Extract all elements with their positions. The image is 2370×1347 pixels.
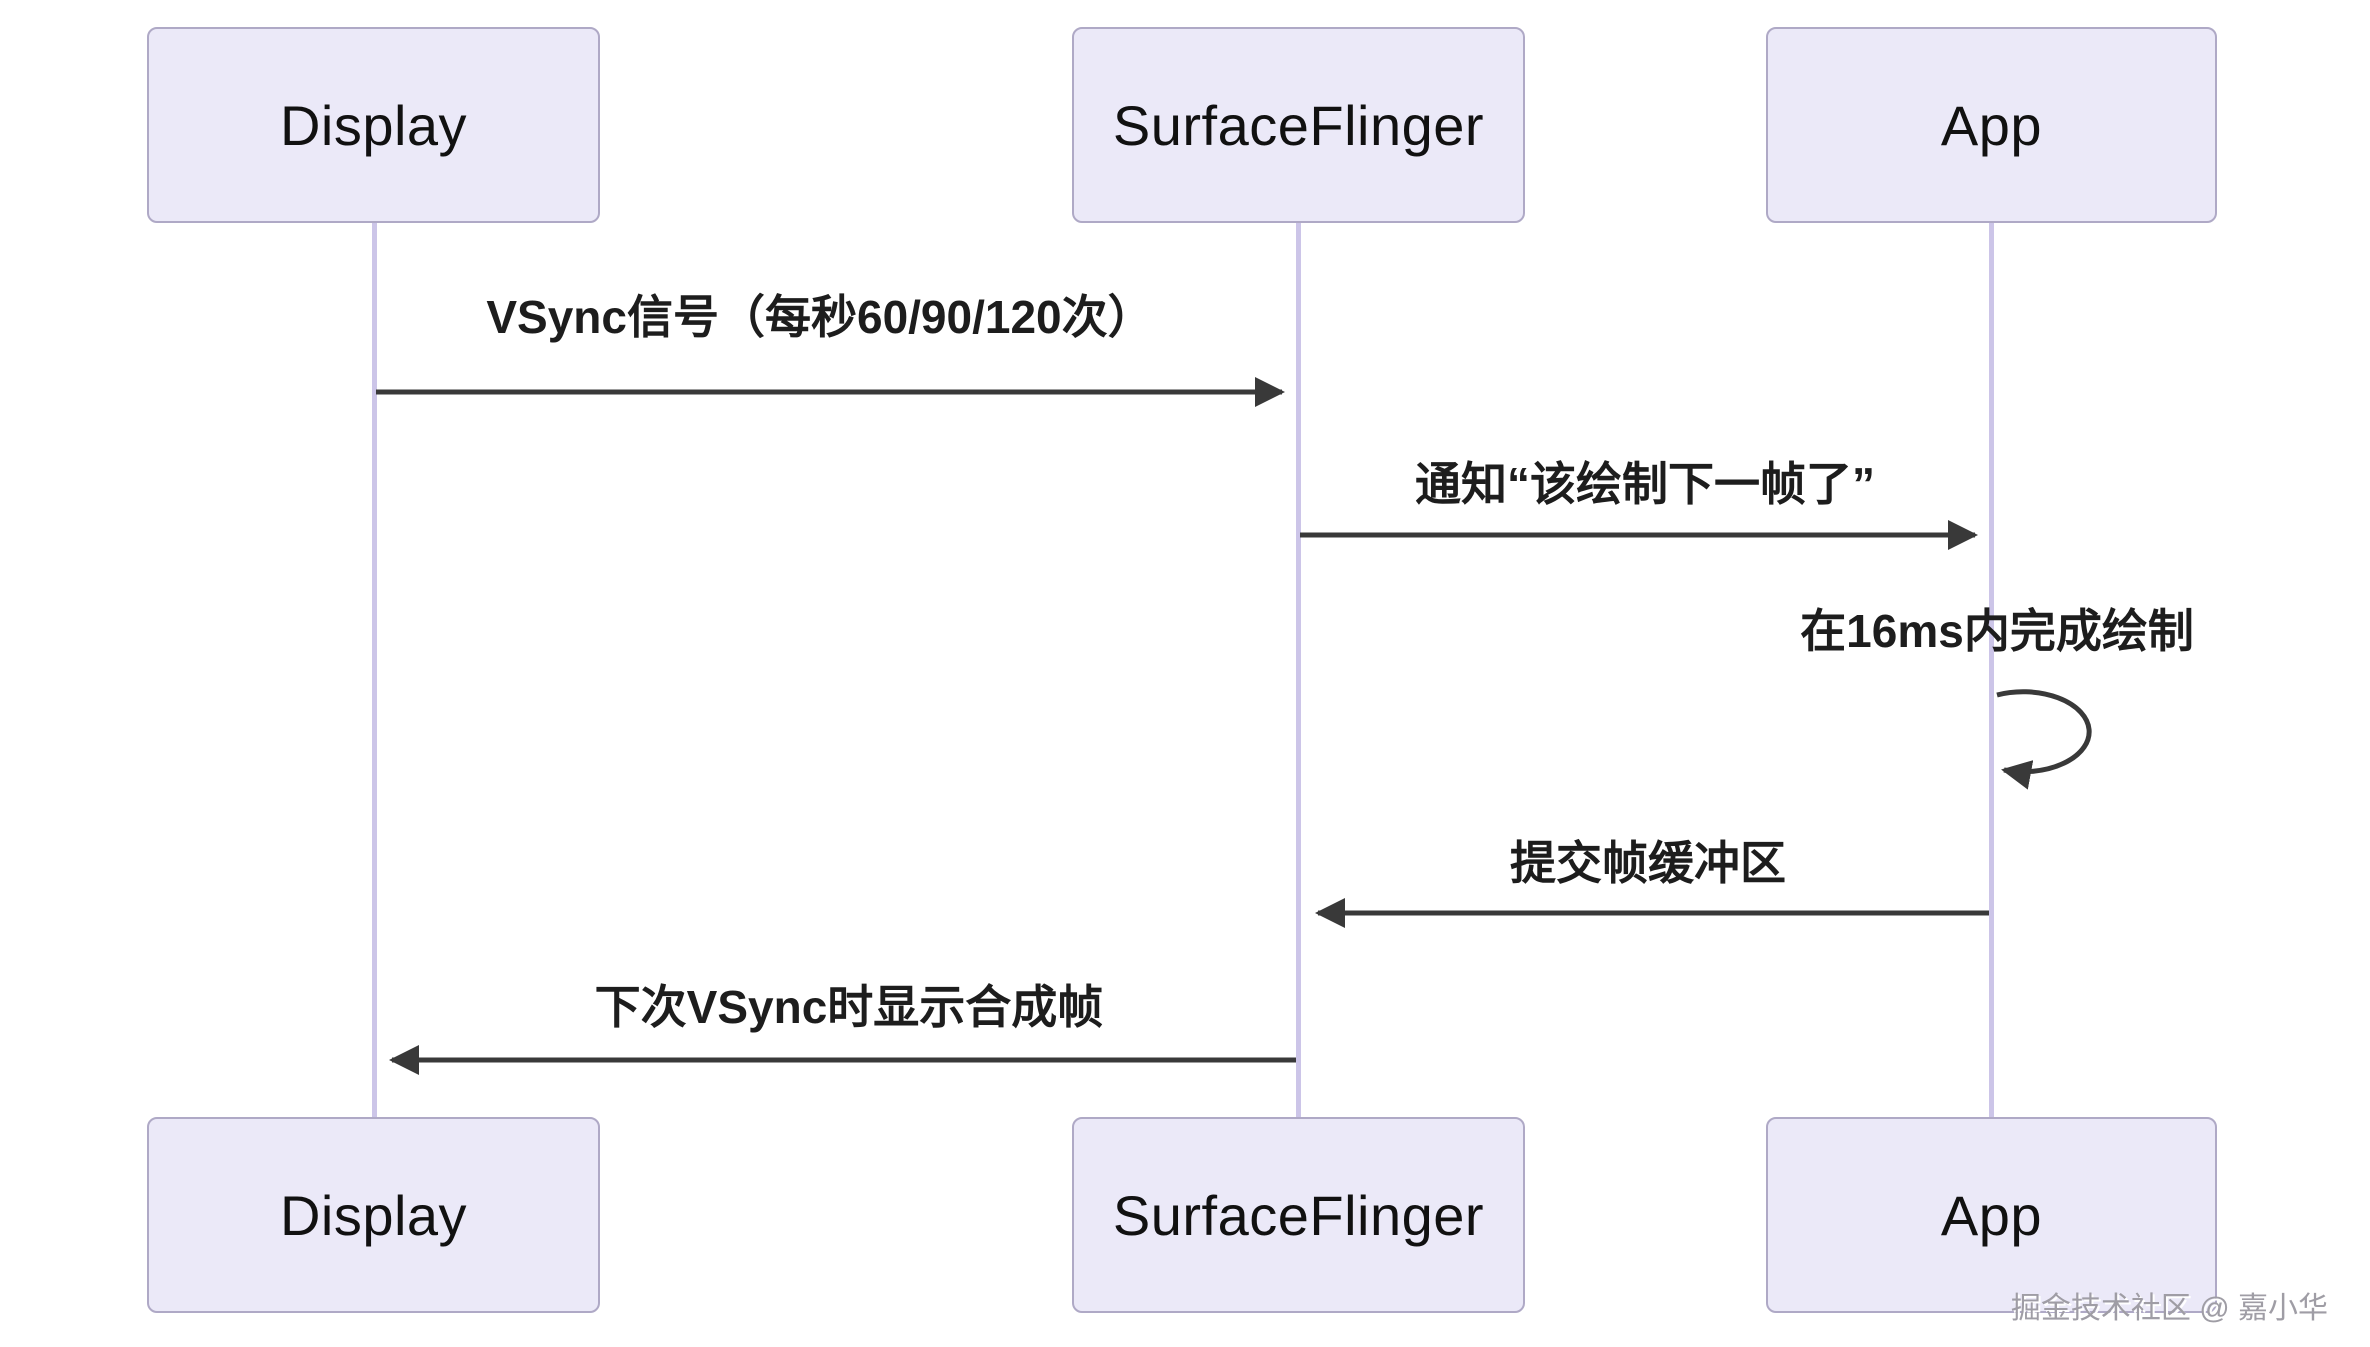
- message-label-notify-next-frame: 通知“该绘制下一帧了”: [1415, 458, 1875, 510]
- lifeline-display: [372, 223, 377, 1118]
- actor-label-display: Display: [279, 93, 468, 157]
- actor-label-surfaceflinger: SurfaceFlinger: [1112, 1183, 1485, 1247]
- message-label-display-composited-frame: 下次VSync时显示合成帧: [594, 981, 1104, 1033]
- actor-label-app: App: [1940, 1183, 2043, 1247]
- actor-label-surfaceflinger: SurfaceFlinger: [1112, 93, 1485, 157]
- actor-box-app-bottom: App: [1766, 1117, 2217, 1313]
- actor-box-app-top: App: [1766, 27, 2217, 223]
- lifeline-surfaceflinger: [1296, 223, 1301, 1118]
- watermark-text: 掘金技术社区 @ 嘉小华: [2010, 1292, 2328, 1325]
- actor-box-display-top: Display: [147, 27, 600, 223]
- message-label-draw-in-16ms: 在16ms内完成绘制: [1800, 605, 2194, 657]
- self-loop-arrow-draw-in-16ms: [1996, 689, 2092, 790]
- actor-box-surfaceflinger-top: SurfaceFlinger: [1072, 27, 1525, 223]
- actor-box-surfaceflinger-bottom: SurfaceFlinger: [1072, 1117, 1525, 1313]
- actor-label-app: App: [1940, 93, 2043, 157]
- message-label-vsync-signal: VSync信号（每秒60/90/120次）: [486, 291, 1154, 343]
- actor-label-display: Display: [279, 1183, 468, 1247]
- actor-box-display-bottom: Display: [147, 1117, 600, 1313]
- message-label-submit-framebuffer: 提交帧缓冲区: [1510, 837, 1786, 889]
- lifeline-app: [1989, 223, 1994, 1118]
